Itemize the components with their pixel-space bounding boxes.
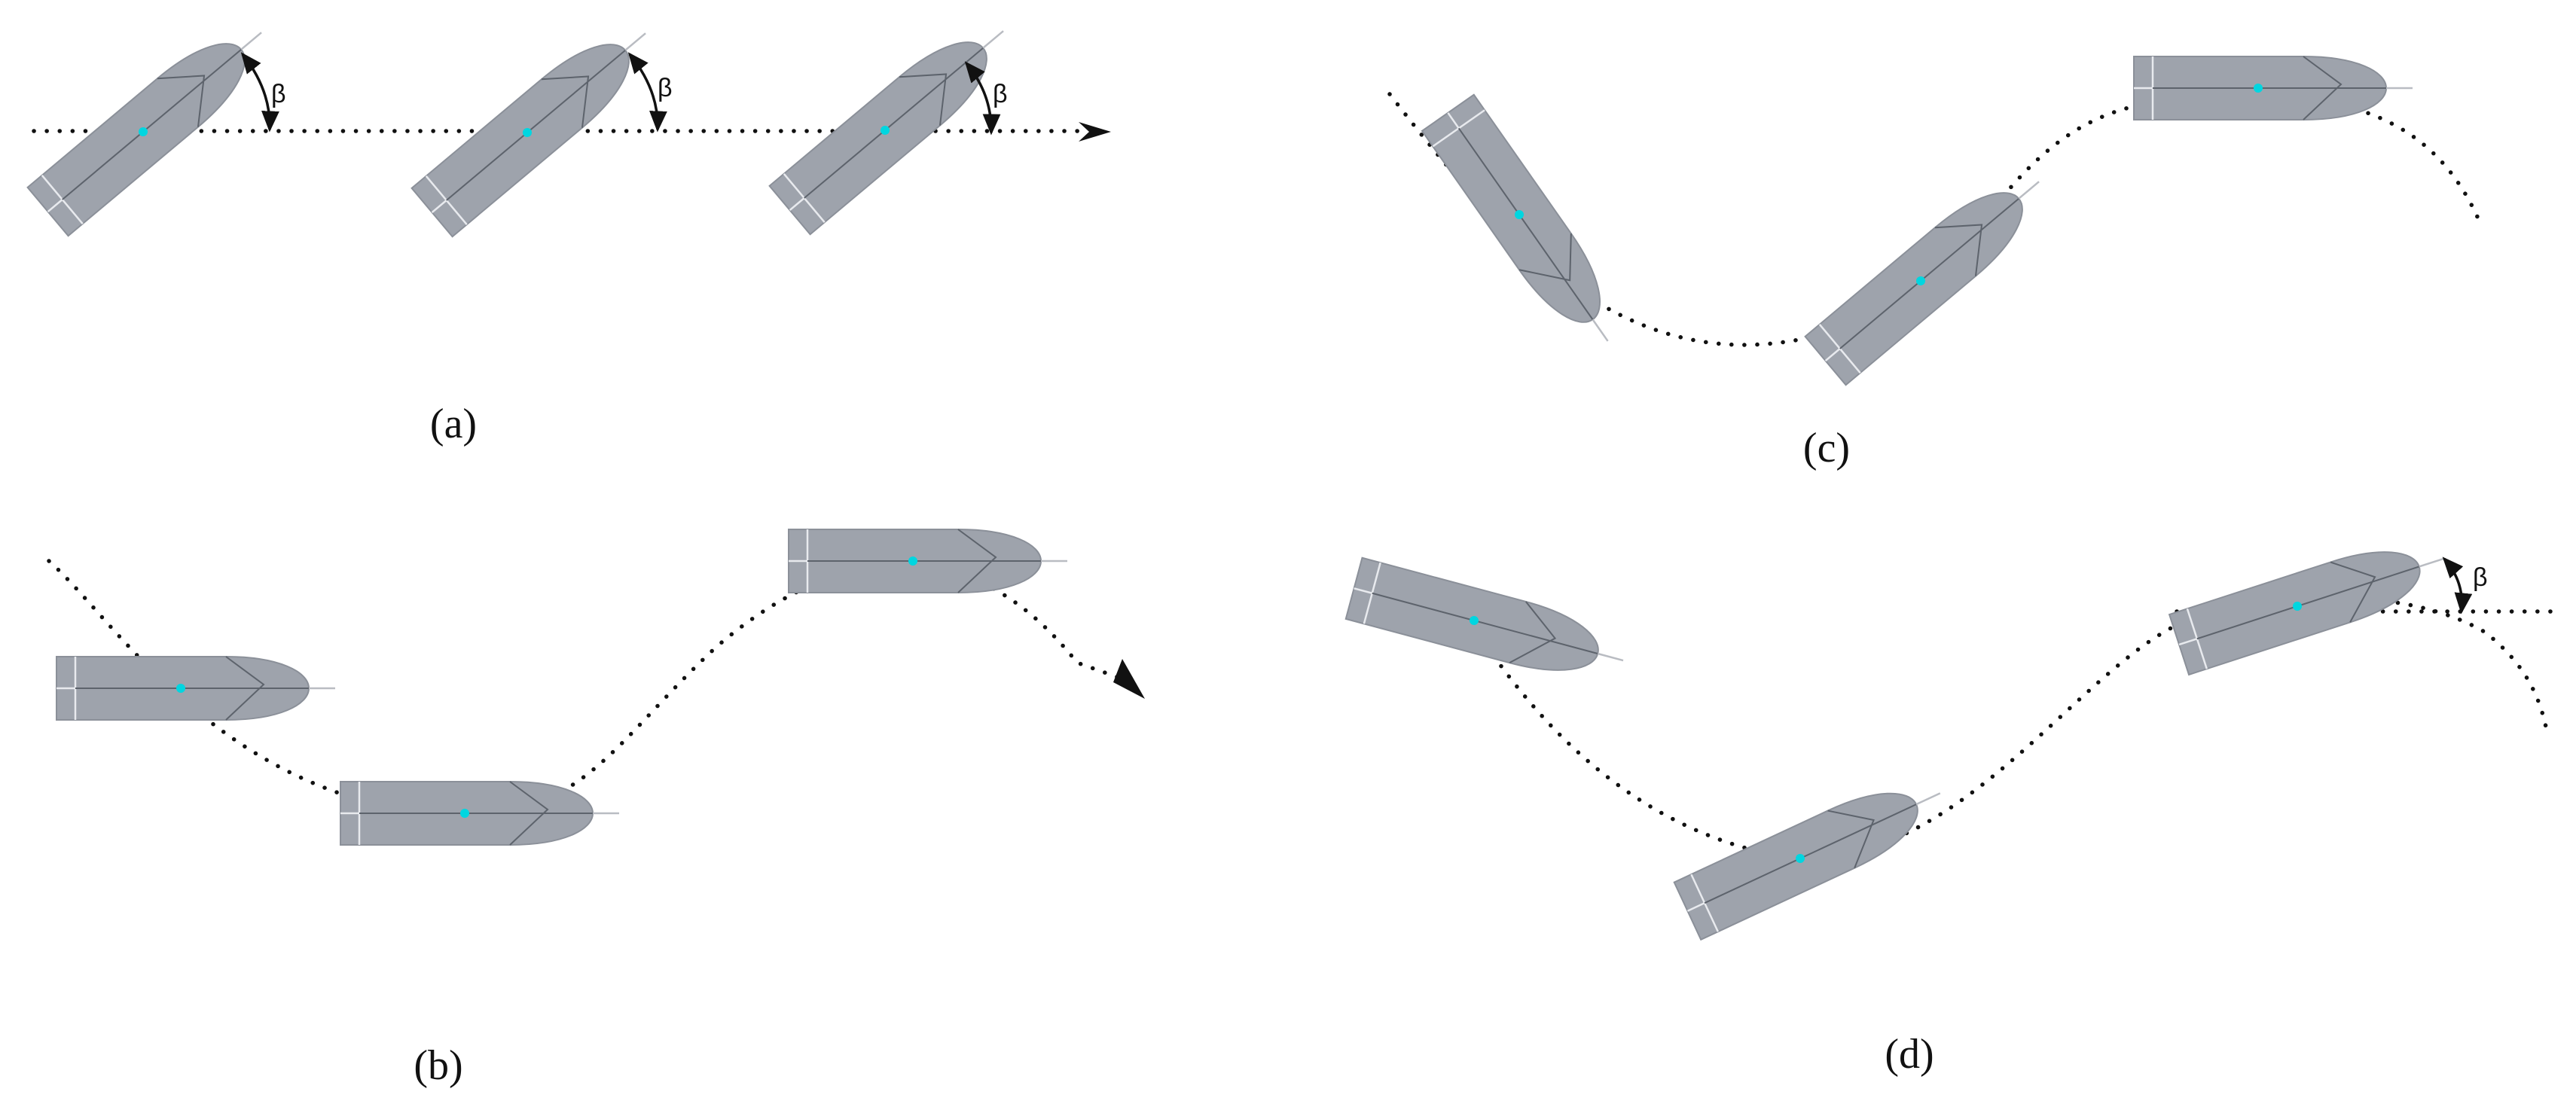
beta-label: β (993, 80, 1008, 108)
caption-b: (b) (414, 1042, 462, 1089)
beta-label: β (271, 80, 286, 108)
ship-hull-icon (1344, 556, 1633, 692)
direction-arrowhead-icon (1113, 659, 1145, 699)
caption-a: (a) (430, 401, 477, 447)
ship-hull-icon (787, 528, 1069, 594)
course-path (1455, 595, 2548, 861)
caption-c: (c) (1803, 425, 1850, 471)
ship-hull-icon (411, 8, 667, 238)
ship-hull-icon (2168, 527, 2455, 676)
panel-d: β (d) (1344, 527, 2559, 1078)
panel-c: (c) (1387, 55, 2480, 471)
drift-angle-arrow-icon (964, 61, 1001, 136)
drift-angle-arrow-icon (627, 52, 667, 133)
panel-b: (b) (47, 528, 1145, 1089)
caption-d: (d) (1885, 1031, 1934, 1078)
ship-hull-icon (339, 780, 621, 846)
beta-label: β (2473, 563, 2488, 592)
drift-angle-arrow-icon (2442, 556, 2473, 614)
panel-a: β β β (a) (26, 5, 1111, 447)
ship-hull-icon (55, 655, 337, 721)
ship-hull-icon (1421, 93, 1635, 361)
direction-arrowhead-icon (1079, 122, 1111, 142)
beta-label: β (658, 74, 673, 102)
drift-angle-arrow-icon (240, 52, 279, 133)
ship-hull-icon (2132, 55, 2414, 121)
ship-hull-icon (768, 5, 1025, 236)
ship-hull-icon (1804, 156, 2061, 386)
ship-hull-icon (1673, 764, 1955, 941)
ship-hull-icon (26, 7, 283, 237)
